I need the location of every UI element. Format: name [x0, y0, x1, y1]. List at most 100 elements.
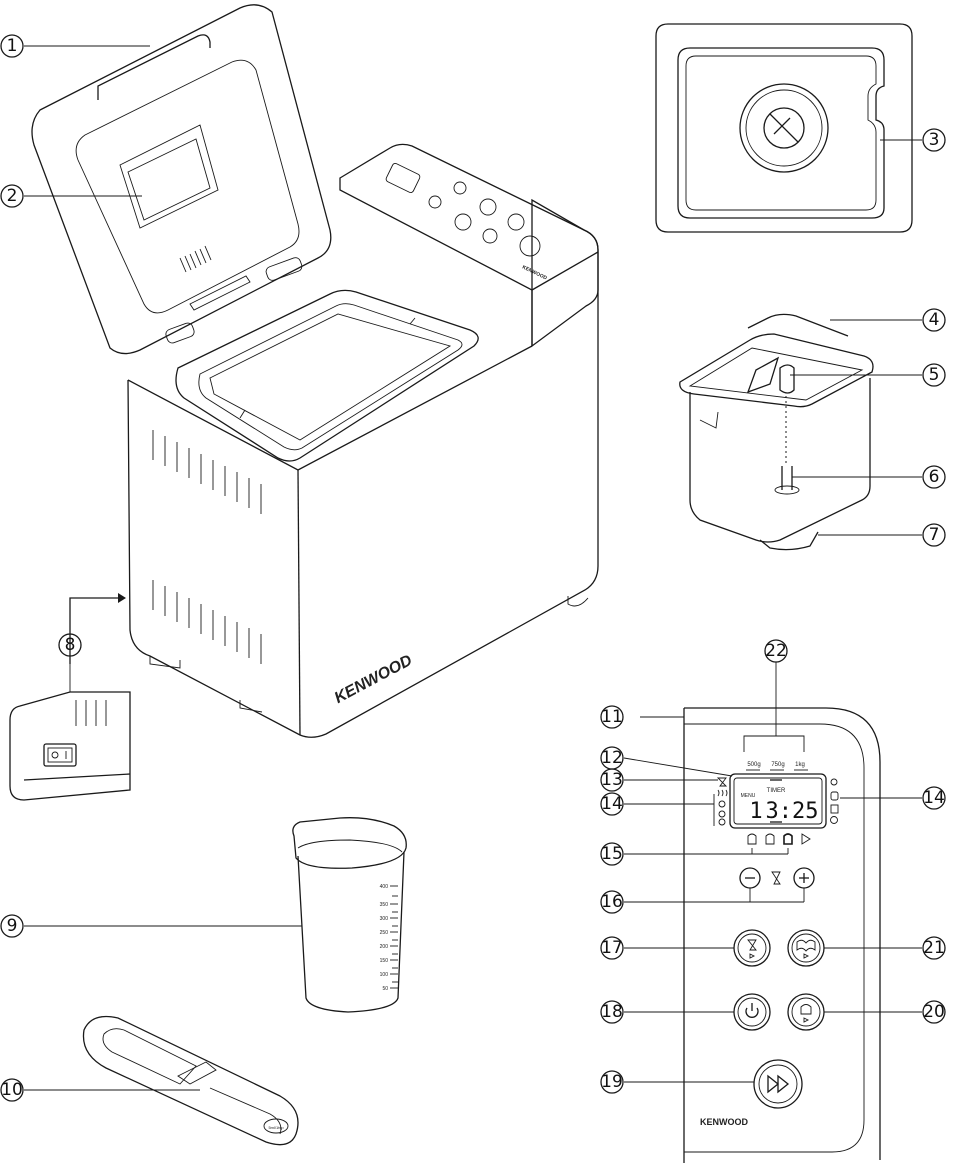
cup-mark: 200 — [380, 944, 389, 950]
leader-lines — [24, 45, 922, 1091]
power-icon — [745, 1007, 759, 1018]
callout-14-left: 14 — [600, 792, 624, 816]
recipe-book-icon — [796, 939, 816, 952]
cup-mark: 100 — [380, 972, 389, 978]
callout-4: 4 — [922, 308, 946, 332]
power-switch-detail — [9, 593, 131, 801]
lcd-timer-label: TIMER — [767, 788, 786, 794]
size-500g: 500g — [747, 762, 760, 768]
keep-warm-icon — [830, 816, 838, 824]
bread-pan — [679, 313, 874, 551]
bread-maker-body: KENWOOD KENWOOD — [31, 4, 599, 738]
start-stop-button[interactable] — [753, 1059, 803, 1109]
callout-19: 19 — [600, 1070, 624, 1094]
cup-scale — [390, 885, 398, 989]
callout-12: 12 — [600, 746, 624, 770]
size-750g: 750g — [771, 762, 784, 768]
cup-mark: 350 — [380, 902, 389, 908]
callout-2: 2 — [0, 184, 24, 208]
callout-13: 13 — [600, 768, 624, 792]
callout-6: 6 — [922, 465, 946, 489]
crust-icon — [718, 800, 726, 808]
callout-8: 8 — [58, 633, 82, 657]
svg-text:21: 21 — [923, 938, 945, 958]
measuring-cup: 400 350 300 250 200 150 100 50 — [292, 817, 407, 1013]
lcd-program: 1 — [749, 799, 762, 824]
callout-16: 16 — [600, 890, 624, 914]
cup-mark: 300 — [380, 916, 389, 922]
svg-text:18: 18 — [601, 1002, 623, 1022]
side-vents — [152, 430, 262, 664]
bread-pan-top — [198, 303, 463, 451]
power-switch — [43, 743, 77, 767]
callouts: 1 2 3 4 5 6 7 8 9 10 11 12 13 14 14 15 1… — [0, 34, 946, 1102]
on-off-button[interactable] — [733, 993, 771, 1031]
callout-14-right: 14 — [922, 786, 946, 810]
callout-5: 5 — [922, 363, 946, 387]
loaf-size-icons — [747, 833, 811, 845]
svg-text:16: 16 — [601, 892, 623, 912]
svg-text:14: 14 — [601, 794, 623, 814]
plus-button[interactable] — [793, 867, 815, 889]
lcd-left-icons — [716, 777, 728, 826]
timer-button[interactable] — [733, 929, 771, 967]
callout-18: 18 — [600, 1000, 624, 1024]
loaf-icon — [800, 1004, 812, 1015]
baking-chamber — [175, 289, 479, 462]
svg-text:14: 14 — [923, 788, 945, 808]
svg-text:15: 15 — [601, 844, 623, 864]
lid-vent — [179, 245, 212, 273]
panel-edge-outer — [684, 707, 881, 1160]
body-brand-logo: KENWOOD — [332, 652, 416, 707]
dough-icon — [830, 804, 839, 814]
lid-window-frame — [75, 59, 300, 314]
loaf-icon — [830, 791, 839, 801]
svg-text:4: 4 — [929, 310, 940, 330]
loaf-size-button[interactable] — [787, 993, 825, 1031]
callout-17: 17 — [600, 936, 624, 960]
callout-7: 7 — [922, 523, 946, 547]
viewing-window — [119, 124, 219, 229]
svg-text:6: 6 — [929, 467, 940, 487]
panel-brand: KENWOOD — [700, 1117, 748, 1127]
svg-text:10: 10 — [1, 1080, 23, 1100]
svg-text:12: 12 — [601, 748, 623, 768]
svg-text:9: 9 — [7, 916, 18, 936]
cup-mark: 250 — [380, 930, 389, 936]
callout-11: 11 — [600, 705, 624, 729]
fast-forward-icon — [767, 1074, 790, 1094]
callout-21: 21 — [922, 936, 946, 960]
measuring-spoon: 5ml/1tsp — [82, 1015, 299, 1146]
callout-22: 22 — [764, 639, 788, 663]
pan-handle — [747, 313, 849, 337]
svg-text:7: 7 — [929, 525, 940, 545]
cup-mark: 50 — [382, 986, 388, 992]
lcd-menu-label: MENU — [741, 793, 756, 799]
body-outline — [127, 198, 599, 738]
size-1kg: 1kg — [795, 762, 805, 768]
control-box — [339, 143, 599, 348]
kneading-paddle — [746, 356, 780, 394]
callout-15: 15 — [600, 842, 624, 866]
menu-button[interactable] — [787, 929, 825, 967]
callout-20: 20 — [922, 1000, 946, 1024]
svg-text:13: 13 — [601, 770, 623, 790]
svg-text:KENWOOD: KENWOOD — [521, 264, 548, 281]
cup-mark: 400 — [380, 884, 389, 890]
minus-button[interactable] — [739, 867, 761, 889]
cup-mark: 150 — [380, 958, 389, 964]
hourglass-icon — [716, 777, 728, 787]
pan-top-view — [655, 23, 913, 233]
svg-text:20: 20 — [923, 1002, 945, 1022]
heat-icon — [717, 789, 728, 797]
control-panel-closeup: 500g 750g 1kg TIMER MENU 1 3:25 — [683, 707, 881, 1163]
lid-outer — [31, 4, 332, 355]
lcd-time: 3:25 — [766, 799, 819, 824]
svg-text:5: 5 — [929, 365, 940, 385]
callout-10: 10 — [0, 1078, 24, 1102]
svg-text:17: 17 — [601, 938, 623, 958]
svg-text:11: 11 — [601, 707, 623, 727]
svg-text:22: 22 — [765, 641, 787, 661]
lid-handle — [97, 34, 211, 100]
